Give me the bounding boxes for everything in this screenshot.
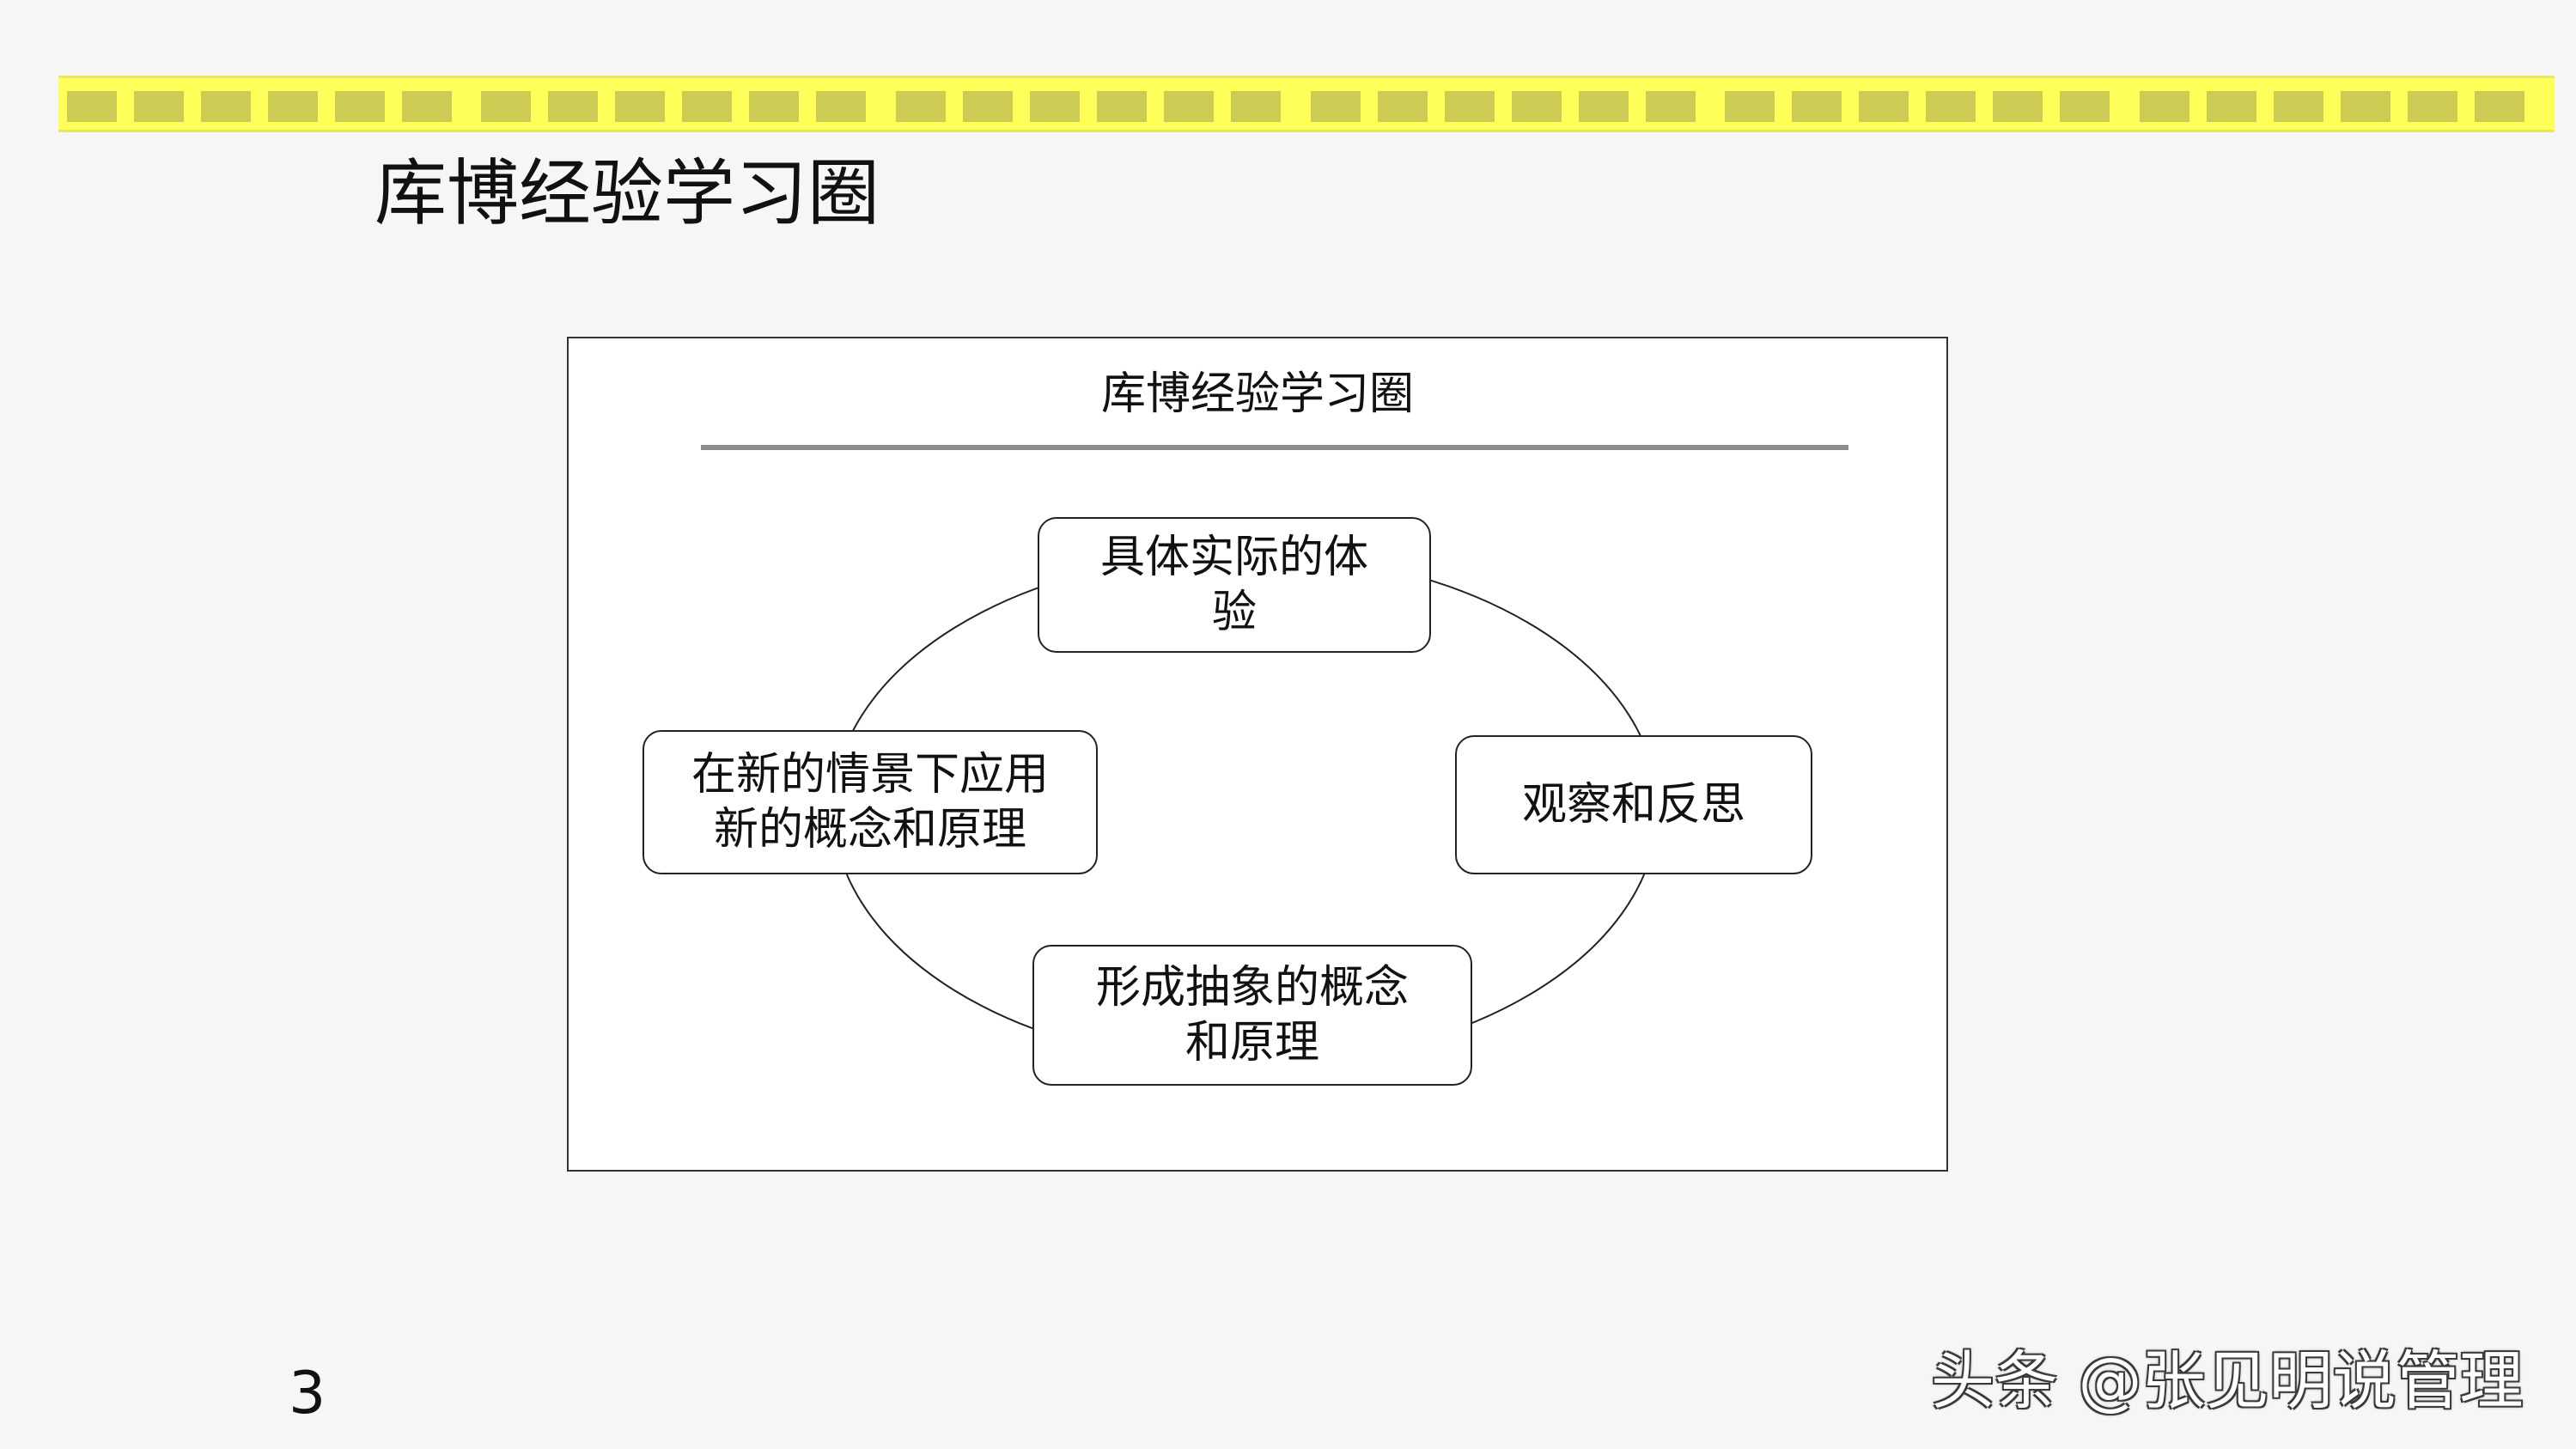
node-text-line: 新的概念和原理 bbox=[713, 804, 1026, 855]
band-block bbox=[615, 91, 665, 122]
band-block bbox=[1859, 91, 1909, 122]
node-text-line: 形成抽象的概念 bbox=[1095, 962, 1409, 1014]
band-block bbox=[1030, 91, 1080, 122]
node-text-line: 在新的情景下应用 bbox=[691, 749, 1049, 801]
band-block bbox=[896, 91, 946, 122]
node-concrete-experience: 具体实际的体 验 bbox=[1038, 517, 1431, 653]
band-block bbox=[1311, 91, 1361, 122]
band-block bbox=[2475, 91, 2524, 122]
title-divider bbox=[701, 445, 1848, 450]
band-block bbox=[2207, 91, 2256, 122]
band-block bbox=[1097, 91, 1147, 122]
band-block bbox=[816, 91, 866, 122]
band-block bbox=[1378, 91, 1428, 122]
band-block bbox=[2341, 91, 2390, 122]
decorative-header-band bbox=[58, 76, 2555, 132]
band-block bbox=[1926, 91, 1976, 122]
node-text-line: 和原理 bbox=[1184, 1017, 1319, 1068]
band-block bbox=[481, 91, 531, 122]
band-block bbox=[335, 91, 385, 122]
band-block bbox=[1646, 91, 1696, 122]
node-active-experimentation: 在新的情景下应用 新的概念和原理 bbox=[642, 730, 1098, 874]
band-block bbox=[402, 91, 452, 122]
diagram-frame: 库博经验学习圈 具体实际的体 验 观察和反思 形成抽象的概念 和原理 在新的情景… bbox=[567, 337, 1948, 1172]
band-block bbox=[749, 91, 799, 122]
band-block bbox=[548, 91, 598, 122]
node-text-line: 具体实际的体 bbox=[1099, 532, 1368, 583]
node-abstract-conceptualization: 形成抽象的概念 和原理 bbox=[1032, 945, 1472, 1086]
diagram-title: 库博经验学习圈 bbox=[1100, 368, 1414, 420]
band-block bbox=[1579, 91, 1629, 122]
band-block bbox=[268, 91, 318, 122]
band-block bbox=[1445, 91, 1495, 122]
band-block bbox=[963, 91, 1013, 122]
dashed-block-pattern bbox=[67, 91, 2524, 122]
page-number: 3 bbox=[289, 1360, 326, 1428]
band-block bbox=[1725, 91, 1775, 122]
band-block bbox=[134, 91, 184, 122]
node-text-line: 观察和反思 bbox=[1521, 779, 1745, 831]
band-block bbox=[2060, 91, 2110, 122]
band-block bbox=[201, 91, 251, 122]
band-block bbox=[1993, 91, 2043, 122]
band-block bbox=[1164, 91, 1214, 122]
band-block bbox=[1512, 91, 1562, 122]
node-reflective-observation: 观察和反思 bbox=[1455, 735, 1812, 874]
band-block bbox=[2408, 91, 2457, 122]
band-block bbox=[1231, 91, 1281, 122]
band-block bbox=[1792, 91, 1842, 122]
band-block bbox=[2140, 91, 2189, 122]
node-text-line: 验 bbox=[1211, 587, 1257, 638]
band-block bbox=[2274, 91, 2323, 122]
band-block bbox=[682, 91, 732, 122]
slide-title: 库博经验学习圈 bbox=[375, 151, 880, 235]
band-block bbox=[67, 91, 117, 122]
watermark: 头条 @张见明说管理 bbox=[1931, 1344, 2524, 1418]
